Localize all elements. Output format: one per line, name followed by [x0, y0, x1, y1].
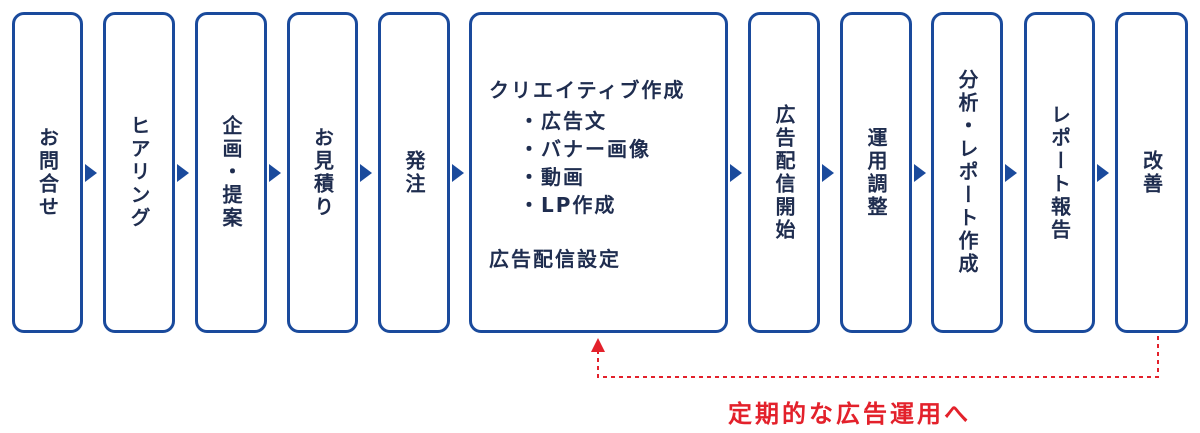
step-inquiry: お問合せ: [12, 12, 83, 333]
step-label: 運用調整: [864, 126, 888, 219]
step-analysis-report: 分析・レポート作成: [931, 12, 1003, 333]
arrow-right-icon: [730, 164, 742, 182]
step-label: 分析・レポート作成: [955, 69, 979, 276]
creative-item-ad-copy: ・広告文: [519, 108, 607, 133]
step-hearing: ヒアリング: [103, 12, 175, 333]
step-label: お問合せ: [35, 126, 60, 219]
step-ad-start: 広告配信開始: [748, 12, 820, 333]
creative-item-lp: ・LP作成: [519, 192, 617, 217]
step-ops-adjust: 運用調整: [840, 12, 912, 333]
creative-item-video: ・動画: [519, 164, 585, 189]
step-report: レポート報告: [1024, 12, 1095, 333]
arrow-right-icon: [1005, 164, 1017, 182]
step-improve: 改善: [1115, 12, 1188, 333]
arrow-right-icon: [914, 164, 926, 182]
step-label: レポート報告: [1047, 103, 1072, 242]
step-label: お見積り: [310, 126, 335, 219]
step-label: 改善: [1139, 149, 1164, 196]
creative-ad-settings: 広告配信設定: [489, 246, 621, 271]
arrow-up-icon: [591, 338, 605, 352]
arrow-right-icon: [360, 164, 372, 182]
step-label: 広告配信開始: [772, 103, 796, 242]
creative-item-banner: ・バナー画像: [519, 136, 651, 161]
step-creative: クリエイティブ作成 ・広告文 ・バナー画像 ・動画 ・LP作成 広告配信設定: [469, 12, 728, 333]
arrow-right-icon: [85, 164, 97, 182]
arrow-right-icon: [822, 164, 834, 182]
arrow-right-icon: [269, 164, 281, 182]
arrow-right-icon: [177, 164, 189, 182]
step-label: 発注: [402, 149, 426, 196]
creative-title: クリエイティブ作成: [489, 77, 686, 102]
loop-label: 定期的な広告運用へ: [728, 400, 971, 428]
step-order: 発注: [378, 12, 450, 333]
step-label: ヒアリング: [127, 115, 151, 230]
step-estimate: お見積り: [287, 12, 358, 333]
step-label: 企画・提案: [219, 115, 243, 230]
step-planning: 企画・提案: [195, 12, 267, 333]
arrow-right-icon: [1097, 164, 1109, 182]
arrow-right-icon: [452, 164, 464, 182]
